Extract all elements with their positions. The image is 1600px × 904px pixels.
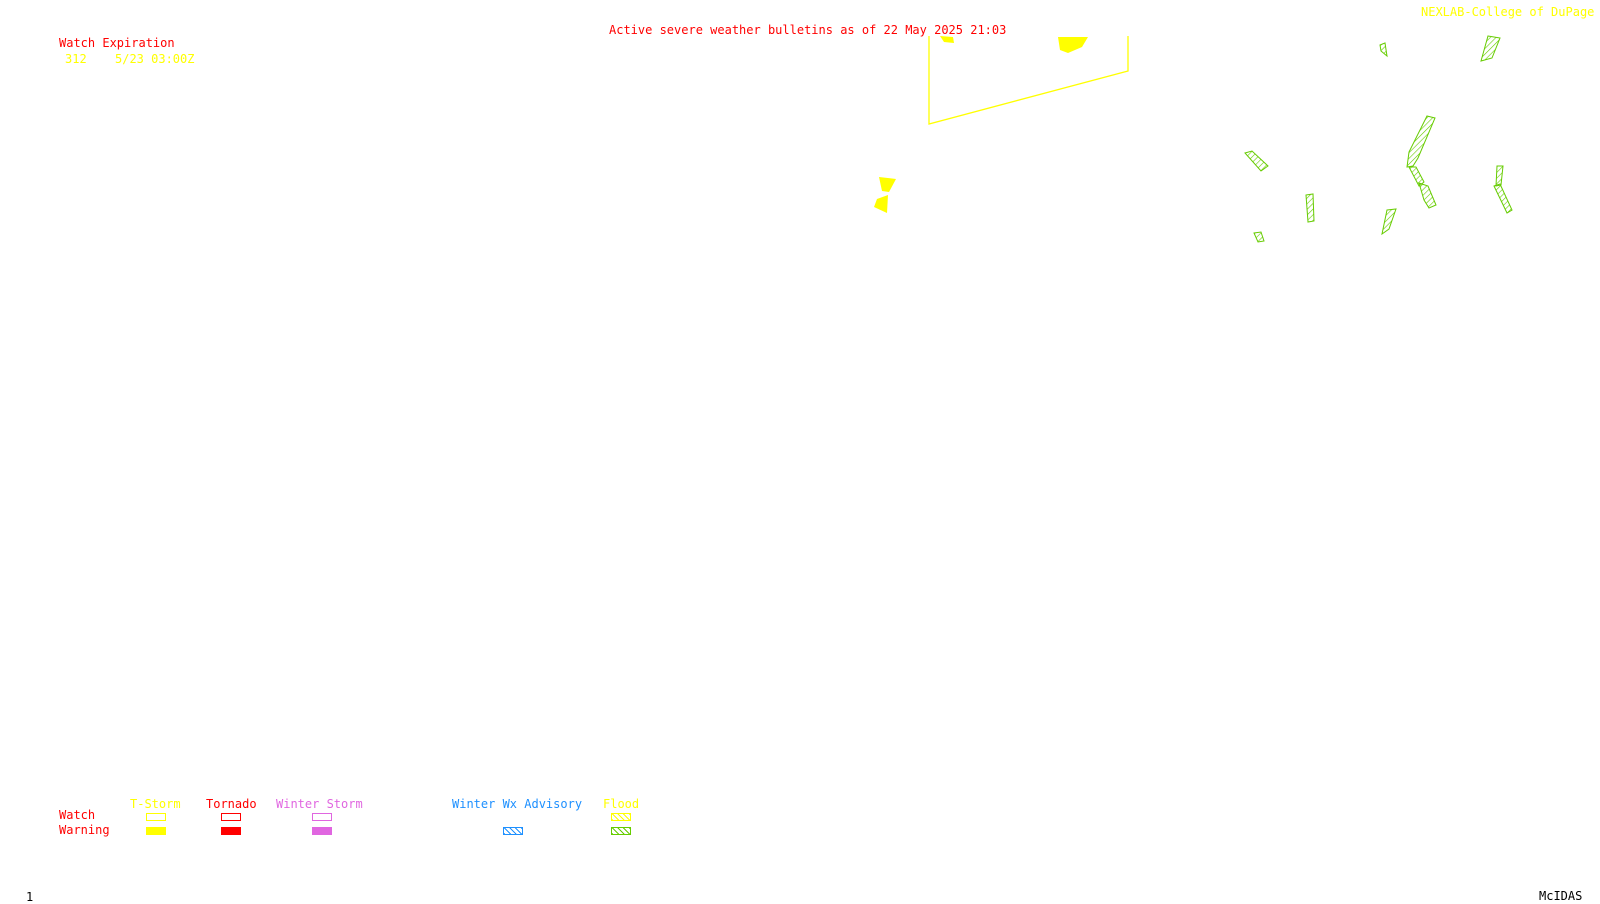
flood-warning-area (1493, 183, 1513, 214)
legend-row-warning: Warning (59, 823, 110, 837)
legend-label-flood: Flood (603, 797, 640, 811)
frame-number: 1 (26, 890, 34, 904)
legend-row-watch: Watch (59, 808, 96, 822)
flood-warning-area (1381, 208, 1397, 236)
legend-label-tornado: Tornado (206, 797, 257, 811)
flood-warning-area (1406, 115, 1436, 168)
flood-warning-area (1253, 231, 1265, 243)
flood-warning-area (1495, 165, 1504, 187)
tstorm-warning-area (879, 177, 896, 192)
flood-warning-area (1305, 193, 1315, 223)
credit-label: NEXLAB-College of DuPage R (1421, 5, 1600, 19)
flood-warning-area (1244, 150, 1269, 172)
flood-warning-area (1408, 166, 1425, 187)
tstorm-warning-area (940, 36, 954, 43)
tornado-watch-swatch (221, 813, 241, 821)
bulletin-title: Active severe weather bulletins as of 22… (609, 23, 1007, 37)
tstorm-warning-area (874, 195, 888, 213)
software-label: McIDAS (1539, 889, 1583, 903)
tstorm-watch-outline (928, 36, 1129, 125)
winter-storm-warning-swatch (312, 827, 332, 835)
tstorm-warning-area (1058, 37, 1088, 53)
tstorm-watch-swatch (146, 813, 166, 821)
winter-storm-watch-swatch (312, 813, 332, 821)
legend-label-winter-advisory: Winter Wx Advisory (452, 797, 583, 811)
flood-watch-swatch (611, 813, 631, 821)
flood-warning-area (1480, 35, 1501, 62)
winter-advisory-swatch (503, 827, 523, 835)
legend-label-winter-storm: Winter Storm (276, 797, 363, 811)
tornado-warning-swatch (221, 827, 241, 835)
legend-label-tstorm: T-Storm (130, 797, 181, 811)
watch-number: 312 (65, 52, 87, 66)
watch-expiration-heading: Watch Expiration (59, 36, 175, 50)
watch-expiry-time: 5/23 03:00Z (115, 52, 195, 66)
tstorm-warning-swatch (146, 827, 166, 835)
flood-warning-swatch (611, 827, 631, 835)
flood-warning-area (1379, 42, 1388, 58)
flood-warning-area (1418, 182, 1437, 209)
